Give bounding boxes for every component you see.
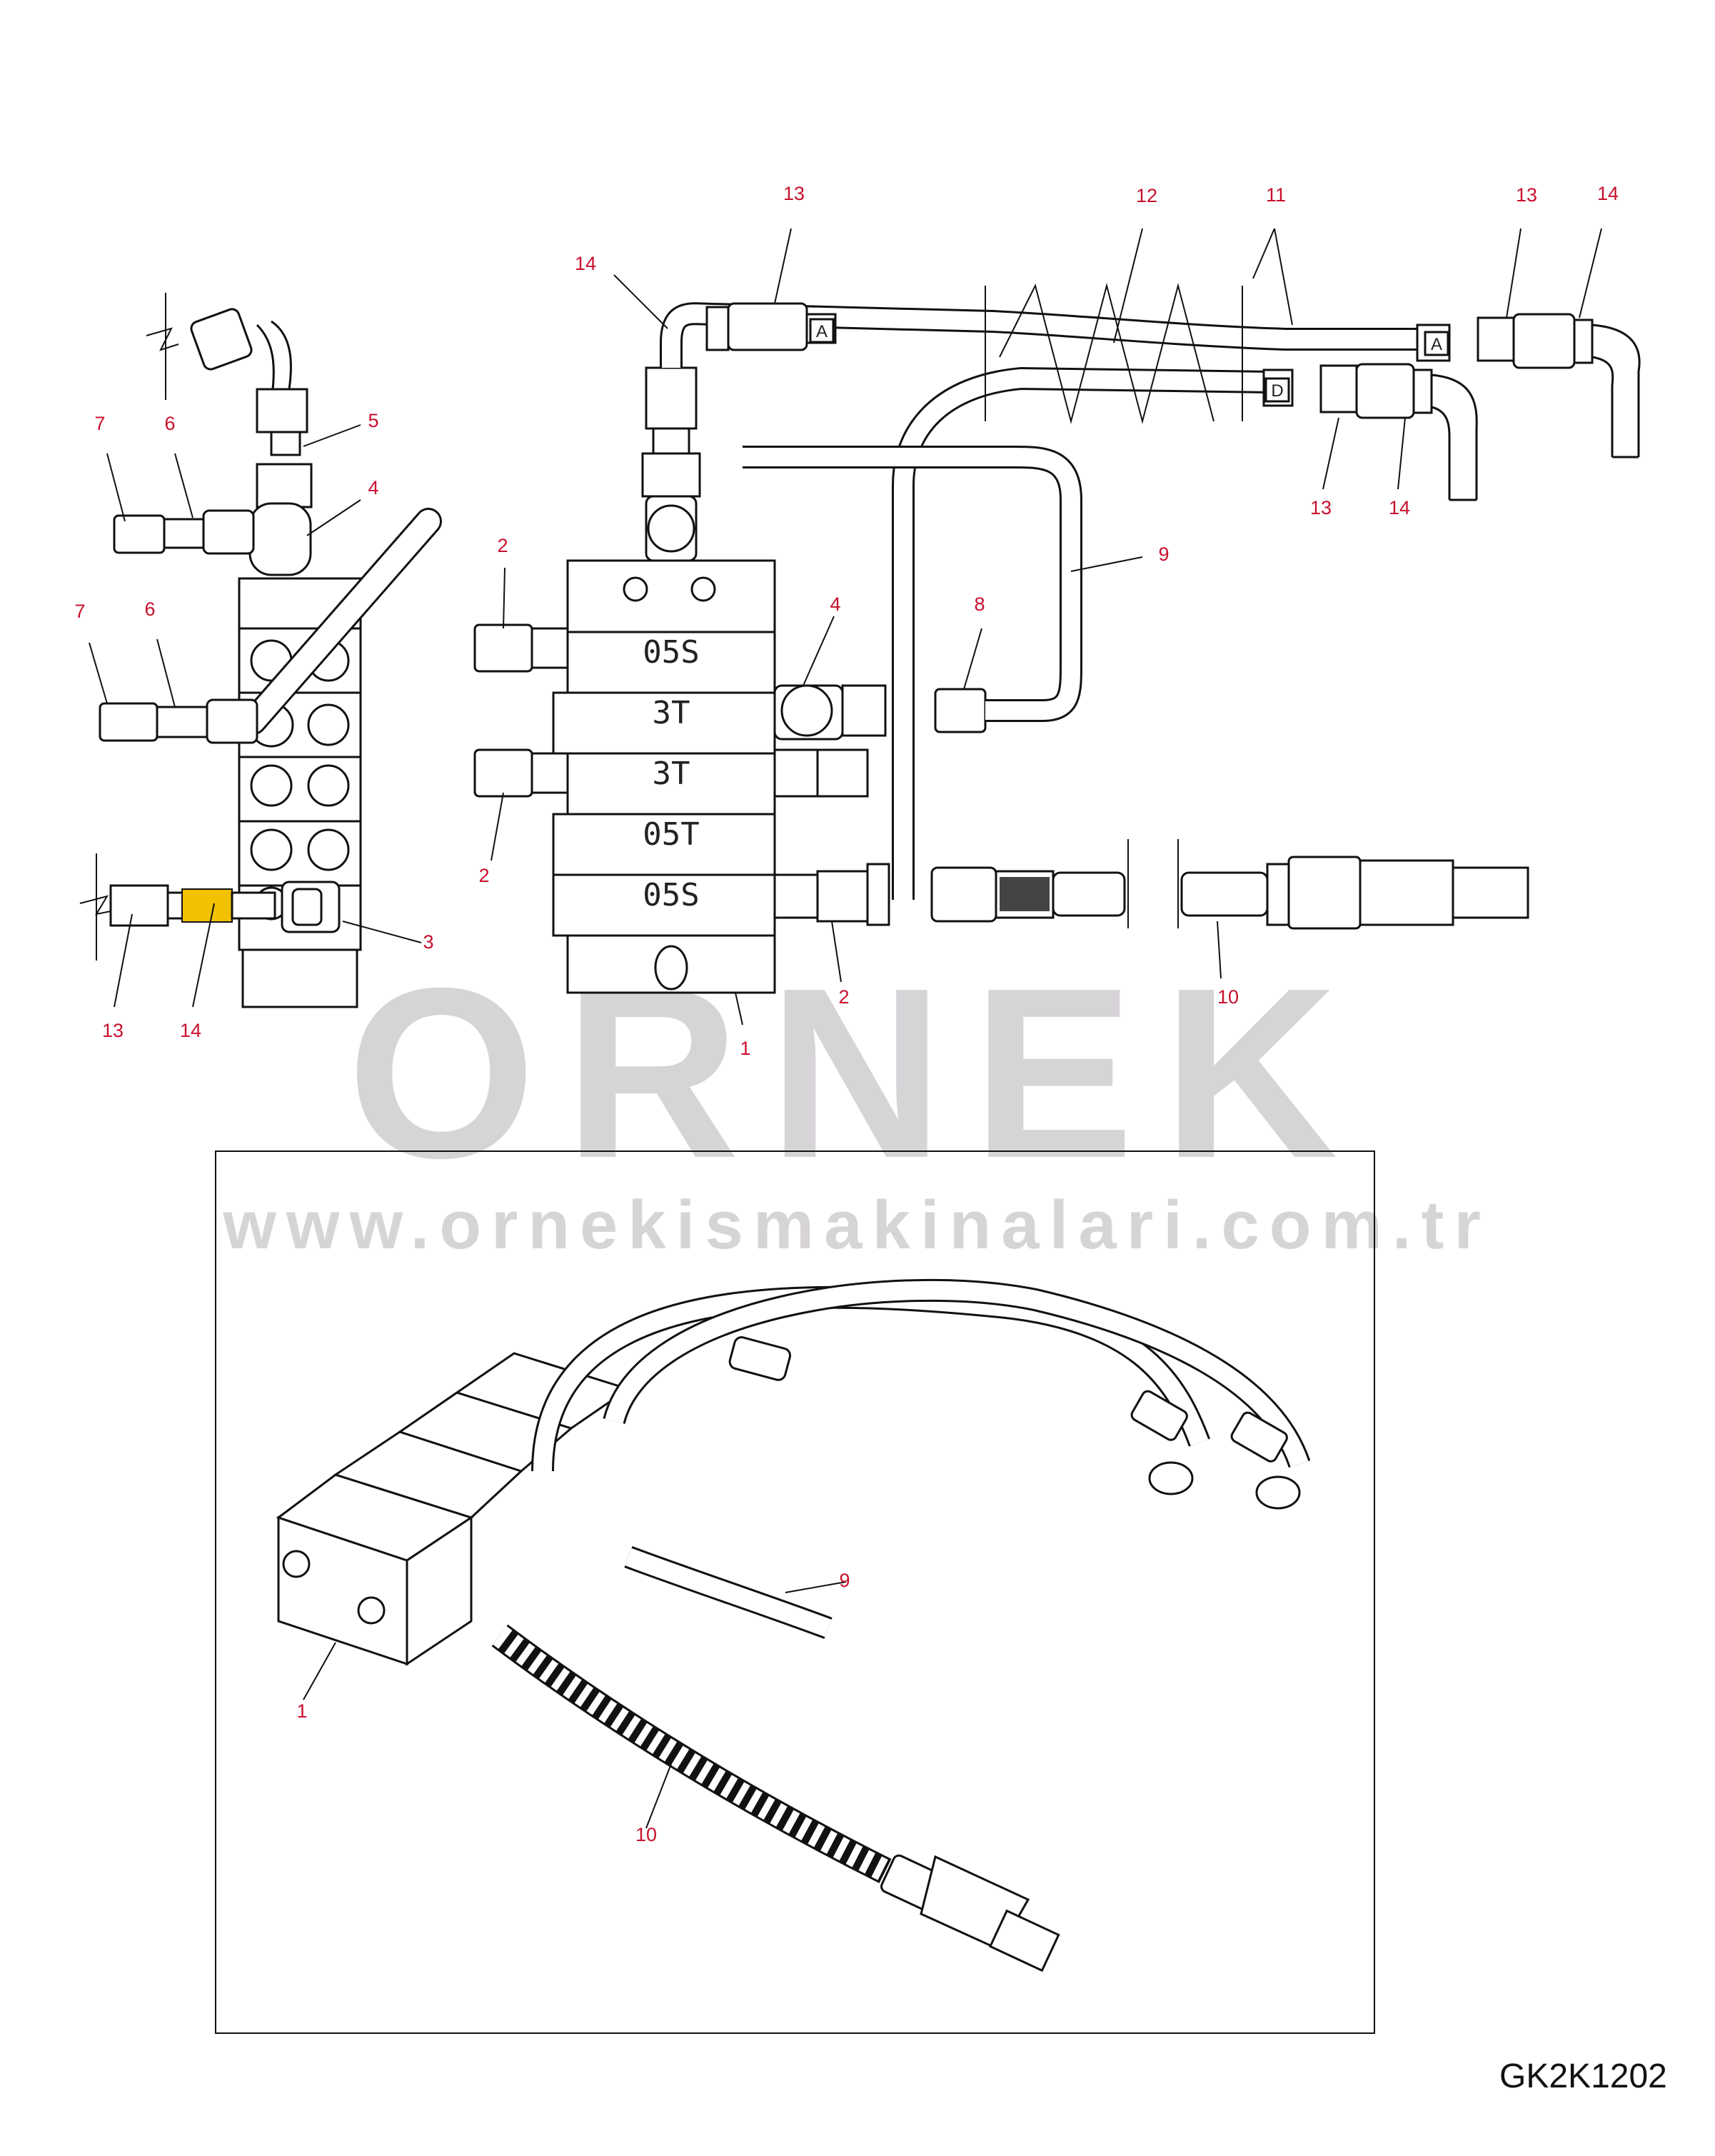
callout: 1	[296, 1700, 307, 1722]
callout: 5	[368, 410, 378, 431]
callout: 6	[144, 598, 155, 620]
hose-assemblies: A A D	[660, 283, 1641, 900]
callout: 7	[74, 601, 85, 622]
block-label: 3T	[653, 756, 690, 792]
distributor-block-view: 05S 3T 3T 05T 05S	[473, 366, 987, 994]
callout: 13	[102, 1020, 124, 1041]
callout: 4	[368, 477, 378, 498]
block-label: 05T	[643, 816, 699, 853]
block-label: 05S	[643, 634, 699, 671]
left-side-view	[79, 293, 442, 1008]
isometric-view	[215, 1150, 1375, 2034]
callout: 2	[497, 535, 508, 556]
block-label: 3T	[653, 695, 690, 731]
callout: 10	[635, 1824, 657, 1845]
callout: 6	[164, 413, 175, 434]
callout: 13	[783, 183, 805, 204]
callout: 9	[1158, 543, 1169, 565]
callout: 13	[1516, 184, 1537, 206]
callout: 7	[94, 413, 105, 434]
callout: 14	[1597, 183, 1619, 204]
callout: 3	[423, 931, 433, 953]
callout: 8	[974, 593, 985, 615]
callout: 11	[1266, 184, 1286, 206]
hose-tag-a: A	[816, 322, 828, 341]
hose-tag-a: A	[1431, 335, 1442, 354]
callout: 4	[830, 593, 840, 615]
callout: 2	[838, 986, 849, 1008]
callout-numbers: 7 6 5 4 7 6 3 13 14 2 4 8 2 2 1 10 14 13…	[74, 183, 1619, 1845]
leader-lines	[89, 228, 1602, 1829]
callout: 12	[1136, 185, 1157, 206]
callout: 14	[180, 1020, 201, 1041]
callout: 13	[1310, 497, 1332, 518]
watermark-url: www.ornekismakinalari.com.tr	[222, 1187, 1491, 1263]
callout: 9	[839, 1570, 850, 1591]
watermark-brand: ORNEK	[347, 938, 1367, 1209]
block-label: 05S	[643, 877, 699, 913]
callout: 2	[478, 865, 489, 886]
callout: 10	[1217, 986, 1239, 1008]
callout: 1	[740, 1038, 750, 1059]
hose-tag-d: D	[1271, 381, 1283, 401]
callout: 14	[575, 253, 596, 274]
drawing-id: GK2K1202	[1499, 2057, 1667, 2095]
callout: 14	[1389, 497, 1410, 518]
sensor-cable	[930, 839, 1529, 930]
isometric-view-frame	[215, 1150, 1375, 2034]
